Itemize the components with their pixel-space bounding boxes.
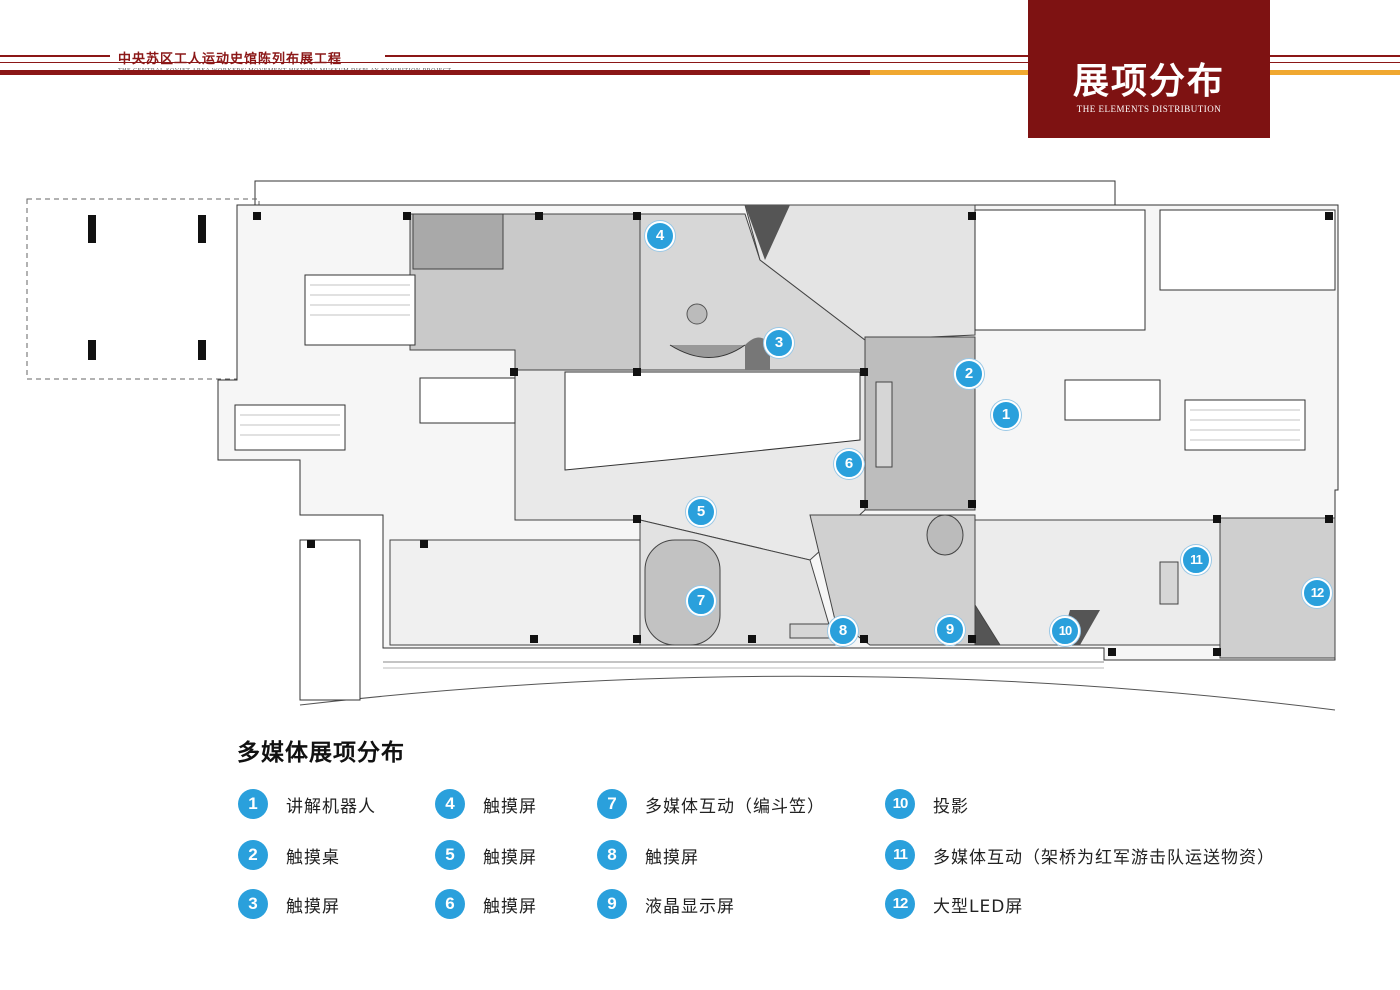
section-badge: 展项分布 THE ELEMENTS DISTRIBUTION: [1028, 0, 1270, 138]
plan-marker-12[interactable]: 12: [1302, 578, 1332, 608]
header-rule-left: [0, 55, 110, 57]
hall-lower-left: [389, 539, 641, 646]
header-band-gold-right: [1270, 70, 1400, 75]
legend-label: 触摸桌: [286, 847, 340, 868]
plan-marker-9[interactable]: 9: [935, 615, 965, 645]
legend-item-8: 8 触摸屏: [597, 840, 699, 870]
header-band-red: [0, 70, 870, 75]
hall-lower-right: [974, 519, 1221, 646]
legend-num: 6: [435, 889, 465, 919]
legend-num: 3: [238, 889, 268, 919]
round-display-army: [926, 514, 964, 556]
floor-plan: [26, 180, 1339, 711]
plan-marker-7[interactable]: 7: [686, 586, 716, 616]
legend-label: 触摸屏: [483, 847, 537, 868]
plan-marker-2[interactable]: 2: [954, 359, 984, 389]
curved-wall-3: [669, 344, 746, 358]
legend-item-10: 10 投影: [885, 789, 969, 819]
legend-num: 9: [597, 889, 627, 919]
legend-num: 12: [885, 889, 915, 919]
plan-marker-4[interactable]: 4: [645, 221, 675, 251]
legend-label: 讲解机器人: [286, 796, 376, 817]
curved-wall-3b: [745, 337, 770, 370]
plan-lower-curve: [299, 675, 1336, 711]
elevator-right: [1064, 379, 1161, 421]
legend-num: 11: [885, 840, 915, 870]
hall-hat-room: [644, 539, 721, 646]
display-case-11: [1159, 561, 1179, 605]
legend-num: 7: [597, 789, 627, 819]
legend-item-2: 2 触摸桌: [238, 840, 340, 870]
badge-title: 展项分布: [1072, 61, 1225, 102]
legend-num: 1: [238, 789, 268, 819]
legend-num: 2: [238, 840, 268, 870]
stair-1-lt2: [1184, 399, 1306, 451]
stair-1-lt3: [304, 274, 416, 346]
legend-num: 5: [435, 840, 465, 870]
header-rule-thin: [0, 62, 1028, 63]
washroom-right: [1159, 209, 1336, 291]
hall-dark-wedge: [745, 205, 790, 260]
display-case-8: [789, 623, 831, 639]
stair-1-lt1: [234, 404, 346, 451]
plan-marker-5[interactable]: 5: [686, 497, 716, 527]
legend-item-12: 12 大型LED屏: [885, 889, 1023, 919]
legend-label: 触摸屏: [483, 896, 537, 917]
washroom-left: [974, 209, 1146, 331]
legend-item-7: 7 多媒体互动（编斗笠）: [597, 789, 825, 819]
legend-label: 多媒体互动（架桥为红军游击队运送物资）: [933, 847, 1275, 868]
plan-marker-1[interactable]: 1: [991, 400, 1021, 430]
plan-dashed-zone: [26, 198, 260, 380]
legend-label: 触摸屏: [483, 796, 537, 817]
legend-label: 多媒体互动（编斗笠）: [645, 796, 825, 817]
elevator-block: [419, 377, 516, 424]
legend-item-9: 9 液晶显示屏: [597, 889, 735, 919]
project-title: 中央苏区工人运动史馆陈列布展工程: [118, 52, 343, 67]
legend-num: 8: [597, 840, 627, 870]
hall-top-dark: [412, 213, 504, 270]
legend-item-6: 6 触摸屏: [435, 889, 537, 919]
legend-item-4: 4 触摸屏: [435, 789, 537, 819]
plan-marker-3[interactable]: 3: [764, 328, 794, 358]
legend-title: 多媒体展项分布: [237, 740, 405, 766]
plan-marker-11[interactable]: 11: [1181, 545, 1211, 575]
legend-item-5: 5 触摸屏: [435, 840, 537, 870]
plan-marker-6[interactable]: 6: [834, 449, 864, 479]
display-case-corridor: [875, 381, 893, 468]
hall-void: [564, 371, 861, 471]
header-rule-right: [385, 55, 1028, 57]
ramp-lower-left: [299, 539, 361, 701]
circular-display: [686, 303, 708, 325]
header-rule-far-right: [1270, 55, 1400, 57]
badge-subtitle: THE ELEMENTS DISTRIBUTION: [1076, 104, 1222, 114]
plan-marker-10[interactable]: 10: [1050, 616, 1080, 646]
hall-lower-dark: [974, 603, 1001, 646]
legend-item-11: 11 多媒体互动（架桥为红军游击队运送物资）: [885, 840, 1275, 870]
header-rule-thin-right: [1270, 62, 1400, 63]
plan-top-boundary: [254, 180, 1116, 206]
legend-item-1: 1 讲解机器人: [238, 789, 376, 819]
legend-label: 大型LED屏: [933, 896, 1024, 917]
header-band-gold: [870, 70, 1028, 75]
legend-num: 4: [435, 789, 465, 819]
legend-label: 液晶显示屏: [645, 896, 735, 917]
legend-num: 10: [885, 789, 915, 819]
legend-label: 投影: [933, 796, 969, 817]
plan-marker-8[interactable]: 8: [828, 616, 858, 646]
legend-label: 触摸屏: [286, 896, 340, 917]
legend-item-3: 3 触摸屏: [238, 889, 340, 919]
legend-label: 触摸屏: [645, 847, 699, 868]
